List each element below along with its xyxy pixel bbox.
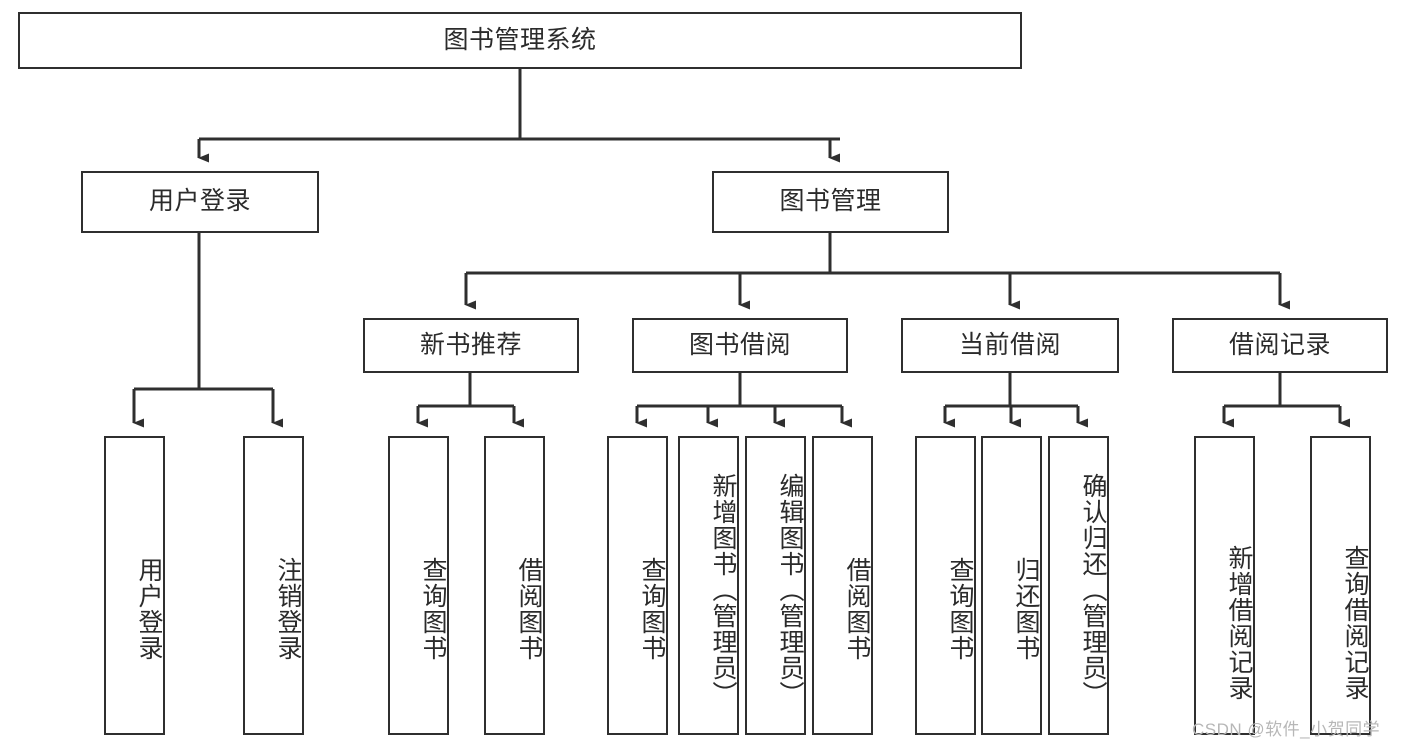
- node-book-management-label: 图书管理: [779, 187, 882, 216]
- node-leaf-cb-query-book-label: 查询图书: [946, 556, 974, 661]
- node-leaf-bb-edit-book-label: 编辑图书（管理员）: [776, 472, 804, 707]
- node-leaf-nb-query-book[interactable]: 查询图书: [388, 436, 449, 735]
- node-leaf-br-query-record-label: 查询借阅记录: [1341, 544, 1369, 701]
- node-borrow-record[interactable]: 借阅记录: [1172, 318, 1388, 373]
- csdn-watermark: CSDN @软件_小贺同学: [1192, 720, 1381, 739]
- node-leaf-bb-edit-book[interactable]: 编辑图书（管理员）: [745, 436, 806, 735]
- node-root[interactable]: 图书管理系统: [18, 12, 1022, 69]
- node-book-borrow[interactable]: 图书借阅: [632, 318, 848, 373]
- node-new-book-recommend[interactable]: 新书推荐: [363, 318, 579, 373]
- node-leaf-bb-query-book[interactable]: 查询图书: [607, 436, 668, 735]
- node-leaf-cb-return-book-label: 归还图书: [1012, 556, 1040, 661]
- node-leaf-cb-query-book[interactable]: 查询图书: [915, 436, 976, 735]
- node-leaf-cb-confirm-return-label: 确认归还（管理员）: [1079, 472, 1107, 707]
- node-leaf-user-logout-label: 注销登录: [274, 556, 302, 661]
- node-leaf-user-logout[interactable]: 注销登录: [243, 436, 304, 735]
- node-leaf-bb-borrow-book-label: 借阅图书: [843, 556, 871, 661]
- node-leaf-nb-query-book-label: 查询图书: [419, 556, 447, 661]
- node-leaf-bb-add-book[interactable]: 新增图书（管理员）: [678, 436, 739, 735]
- node-leaf-bb-query-book-label: 查询图书: [638, 556, 666, 661]
- node-leaf-cb-return-book[interactable]: 归还图书: [981, 436, 1042, 735]
- node-borrow-record-label: 借阅记录: [1228, 330, 1331, 359]
- node-current-borrow-label: 当前借阅: [958, 330, 1061, 359]
- node-current-borrow[interactable]: 当前借阅: [901, 318, 1119, 373]
- node-book-management[interactable]: 图书管理: [712, 171, 949, 233]
- node-leaf-user-login[interactable]: 用户登录: [104, 436, 165, 735]
- node-leaf-bb-borrow-book[interactable]: 借阅图书: [812, 436, 873, 735]
- node-book-borrow-label: 图书借阅: [688, 330, 791, 359]
- node-leaf-br-add-record-label: 新增借阅记录: [1225, 544, 1253, 701]
- node-leaf-user-login-label: 用户登录: [135, 556, 163, 661]
- node-leaf-nb-borrow-book-label: 借阅图书: [515, 556, 543, 661]
- node-leaf-br-query-record[interactable]: 查询借阅记录: [1310, 436, 1371, 735]
- node-leaf-nb-borrow-book[interactable]: 借阅图书: [484, 436, 545, 735]
- node-leaf-cb-confirm-return[interactable]: 确认归还（管理员）: [1048, 436, 1109, 735]
- node-root-label: 图书管理系统: [443, 25, 597, 54]
- node-leaf-bb-add-book-label: 新增图书（管理员）: [709, 472, 737, 707]
- node-leaf-br-add-record[interactable]: 新增借阅记录: [1194, 436, 1255, 735]
- node-user-login[interactable]: 用户登录: [81, 171, 319, 233]
- node-user-login-label: 用户登录: [148, 187, 251, 216]
- node-new-book-recommend-label: 新书推荐: [419, 330, 522, 359]
